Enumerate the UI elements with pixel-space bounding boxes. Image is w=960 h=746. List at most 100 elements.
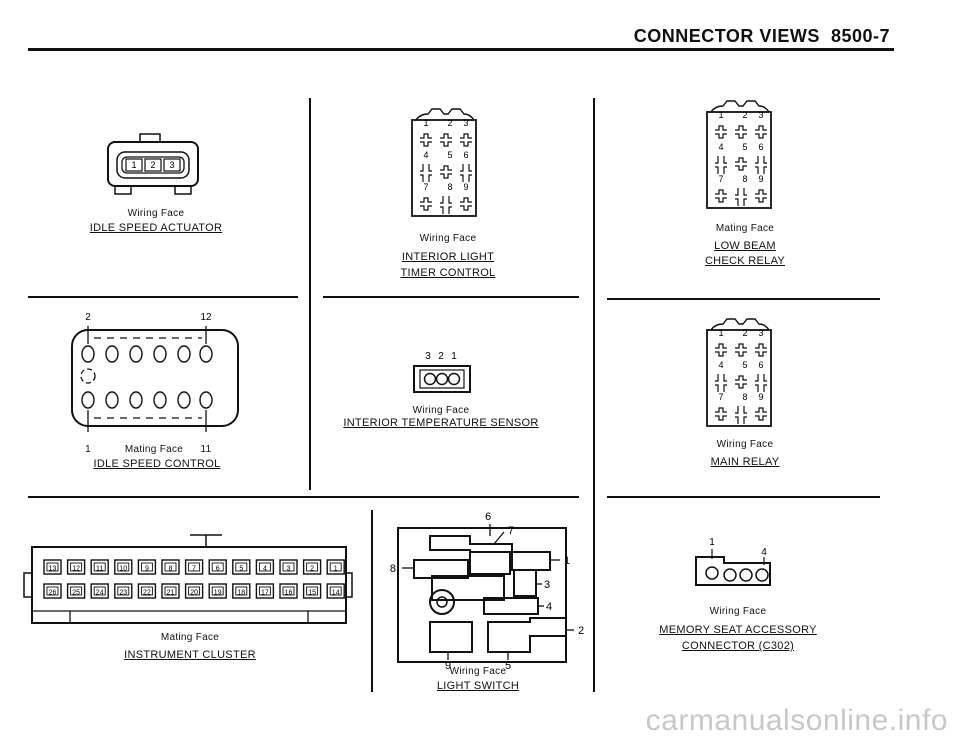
idle-speed-actuator-face: Wiring Face — [127, 208, 185, 219]
interior-temp-sensor-name: INTERIOR TEMPERATURE SENSOR — [343, 417, 539, 429]
low-beam-pin-7: 7 — [718, 174, 723, 184]
light-switch-face: Wiring Face — [449, 666, 507, 677]
cluster-pin-box — [326, 583, 345, 599]
control-pin-top — [129, 345, 143, 363]
switch-pin-4: 4 — [546, 601, 552, 613]
cluster-pin-box — [161, 583, 180, 599]
timer-pin-shape — [440, 165, 452, 179]
cluster-pin-box — [302, 559, 322, 575]
light-switch-connector: 6 7 1 8 3 4 2 9 5 — [390, 511, 584, 672]
divider-v3 — [371, 510, 373, 692]
main-relay-pin-9: 9 — [758, 392, 763, 402]
main-relay-pin-shape — [715, 374, 727, 392]
cluster-pin-inner — [329, 562, 342, 572]
cluster-pin-inner — [70, 586, 83, 596]
timer-pin-shape — [420, 197, 432, 211]
cluster-pin-box — [232, 583, 251, 599]
idle-speed-control-name: IDLE SPEED CONTROL — [93, 458, 221, 470]
main-relay-pin-shape — [755, 407, 767, 421]
cluster-pin-label: 6 — [216, 566, 220, 573]
main-relay-pin-2: 2 — [742, 328, 747, 338]
low-beam-pin-6: 6 — [758, 142, 763, 152]
cluster-pin-inner — [211, 586, 224, 596]
low-beam-pin-shape — [755, 156, 767, 174]
low-beam-pin-shape — [715, 189, 727, 203]
cluster-pin-label: 1 — [334, 566, 338, 573]
cluster-pin-box — [66, 583, 86, 599]
timer-pin-5: 5 — [447, 150, 452, 160]
cluster-pin-inner — [235, 562, 248, 572]
interior-temp-sensor-face: Wiring Face — [412, 405, 470, 416]
cluster-pin-inner — [306, 586, 319, 596]
cluster-pin-box — [255, 559, 275, 575]
main-relay-pin-7: 7 — [718, 392, 723, 402]
divider-h2a — [28, 496, 579, 498]
main-relay-pin-shape — [755, 343, 767, 357]
cluster-pin-box — [255, 583, 275, 599]
main-relay-pin-shape — [735, 375, 747, 389]
divider-h2b — [607, 496, 880, 498]
timer-pin-6: 6 — [463, 150, 468, 160]
main-relay-pin-5: 5 — [742, 360, 747, 370]
cluster-pin-inner — [93, 586, 106, 596]
control-pin-top — [153, 345, 167, 363]
actuator-pin-3: 3 — [169, 160, 174, 170]
timer-pin-shape — [420, 133, 432, 147]
timer-pin-shape — [460, 133, 472, 147]
cluster-pin-label: 9 — [145, 566, 149, 573]
cluster-pin-box — [137, 559, 157, 575]
low-beam-pin-4: 4 — [718, 142, 723, 152]
low-beam-relay-name1: LOW BEAM — [714, 240, 776, 252]
divider-v2 — [593, 98, 595, 692]
actuator-pin-1: 1 — [131, 160, 136, 170]
low-beam-pin-2: 2 — [742, 110, 747, 120]
cluster-pin-inner — [235, 586, 248, 596]
timer-pin-shape — [460, 164, 472, 182]
main-relay-pin-shape — [735, 343, 747, 357]
cluster-pin-box — [43, 583, 62, 599]
control-pin-2-label: 2 — [85, 312, 91, 323]
instrument-cluster-face: Mating Face — [160, 632, 220, 643]
cluster-pin-label: 25 — [72, 590, 80, 597]
low-beam-pin-8: 8 — [742, 174, 747, 184]
main-relay-name: MAIN RELAY — [710, 456, 780, 468]
cluster-pin-box — [208, 559, 227, 575]
divider-h1b — [323, 296, 579, 298]
low-beam-relay-name2: CHECK RELAY — [704, 255, 786, 267]
switch-pin-7: 7 — [508, 525, 514, 537]
cluster-pin-inner — [140, 562, 153, 572]
control-pin-top — [81, 345, 95, 363]
timer-pin-1: 1 — [423, 118, 428, 128]
cluster-pin-inner — [188, 586, 201, 596]
cluster-pin-box — [279, 583, 298, 599]
memory-seat-connector: 1 4 — [695, 537, 771, 586]
memory-pin-1: 1 — [709, 537, 715, 548]
control-pin-top — [199, 345, 213, 363]
low-beam-pin-5: 5 — [742, 142, 747, 152]
cluster-pin-inner — [70, 562, 83, 572]
switch-pin-2: 2 — [578, 625, 584, 637]
cluster-pin-label: 3 — [287, 566, 291, 573]
cluster-pin-label: 26 — [49, 590, 57, 597]
control-pin-1-label: 1 — [85, 444, 91, 455]
main-relay-pin-shape — [715, 407, 727, 421]
memory-seat-face: Wiring Face — [709, 606, 767, 617]
cluster-pin-inner — [46, 586, 59, 596]
cluster-pin-label: 12 — [72, 566, 80, 573]
actuator-pin-2: 2 — [150, 160, 155, 170]
cluster-pin-label: 10 — [119, 566, 127, 573]
cluster-pin-label: 19 — [214, 590, 222, 597]
switch-pin-5: 5 — [505, 660, 511, 672]
sensor-pin-1: 1 — [451, 351, 457, 362]
cluster-pin-inner — [282, 562, 295, 572]
timer-pin-shape — [440, 196, 452, 214]
header-rule — [28, 48, 894, 51]
cluster-pin-label: 8 — [169, 566, 173, 573]
cluster-pin-box — [114, 583, 133, 599]
main-relay-face: Wiring Face — [716, 439, 774, 450]
